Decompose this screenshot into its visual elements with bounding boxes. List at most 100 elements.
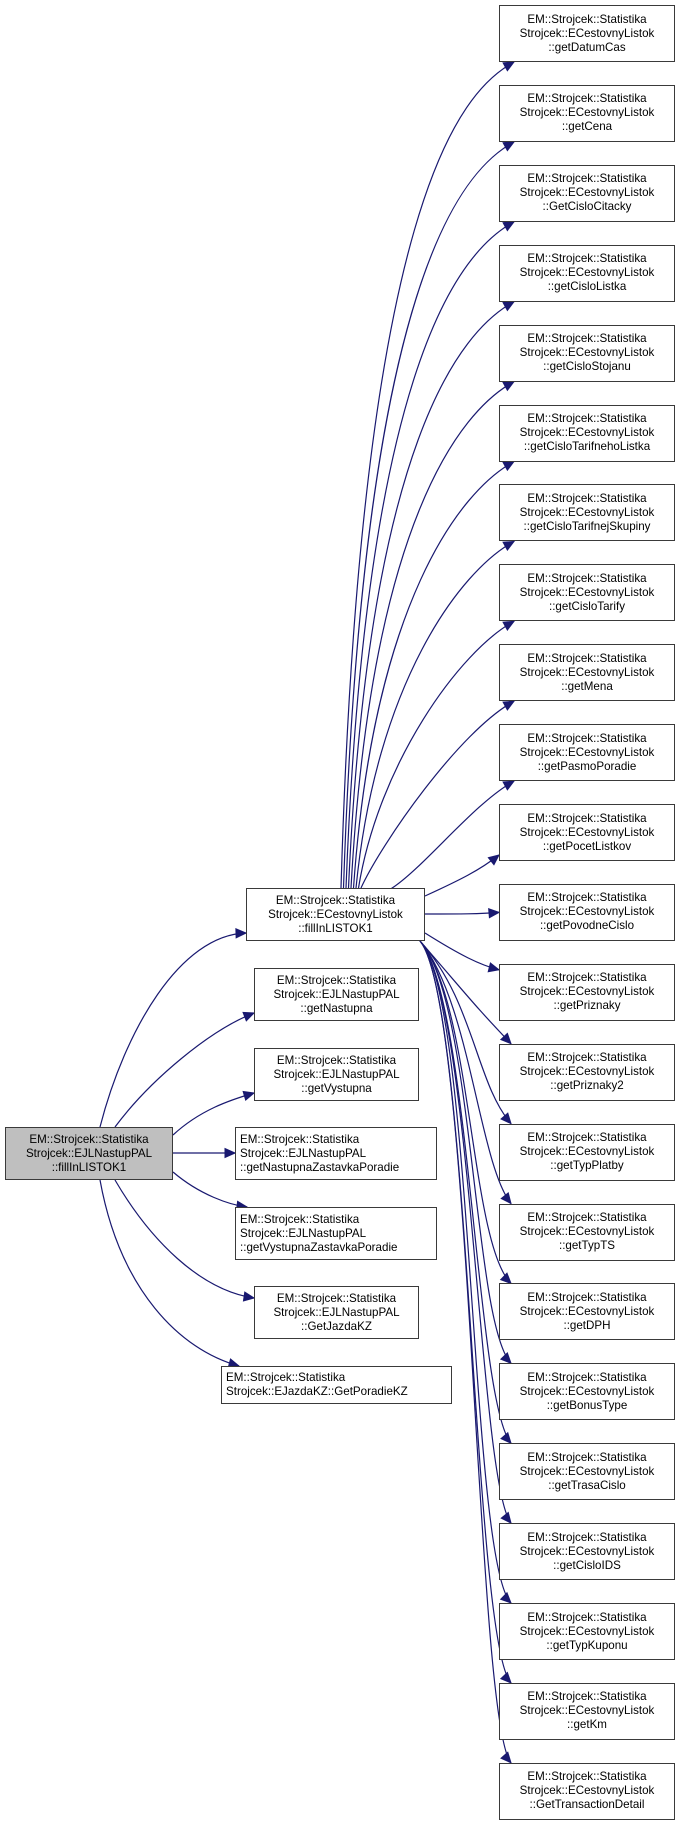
node-label-line: ::getCisloIDS xyxy=(553,1558,621,1572)
node-label-line: Strojcek::ECestovnyListok xyxy=(519,585,655,599)
edge-fill-to-r1 xyxy=(342,141,515,889)
node-label-line: Strojcek::ECestovnyListok xyxy=(519,505,655,519)
node-label-line: Strojcek::ECestovnyListok xyxy=(519,1544,655,1558)
node-label-line: Strojcek::EJLNastupPAL xyxy=(273,987,400,1001)
node-label-line: EM::Strojcek::Statistika xyxy=(527,811,647,825)
node-label-line: EM::Strojcek::Statistika xyxy=(527,1211,647,1224)
node-label-line: Strojcek::ECestovnyListok xyxy=(519,825,655,839)
node-label-line: Strojcek::ECestovnyListok xyxy=(519,1145,655,1159)
node-label-line: EM::Strojcek::Statistika xyxy=(527,12,647,26)
node-label-line: EM::Strojcek::Statistika xyxy=(527,731,647,745)
node-label-line: EM::Strojcek::Statistika xyxy=(29,1132,149,1146)
node-label-line: Strojcek::ECestovnyListok xyxy=(519,106,655,120)
node-label-line: Strojcek::EJLNastupPAL xyxy=(273,1067,400,1081)
node-label-line: ::getCena xyxy=(561,120,613,134)
edge-fill-to-r10 xyxy=(424,854,500,897)
node-label-line: EM::Strojcek::Statistika xyxy=(527,1530,647,1544)
node-label-line: ::getTypKuponu xyxy=(546,1638,628,1652)
node-label-line: ::getPriznaky xyxy=(553,999,621,1013)
edge-fill-to-r13 xyxy=(419,940,512,1045)
node-label-line: ::getPriznaky2 xyxy=(550,1079,624,1093)
node-label-line: ::getPasmoPoradie xyxy=(537,759,637,773)
edge-fill-to-r3-arrowhead xyxy=(502,301,516,312)
node-label-line: ::getNastupna xyxy=(300,1001,373,1015)
node-label-line: EM::Strojcek::Statistika xyxy=(226,1371,346,1384)
node-label-line: ::getCisloTarifnejSkupiny xyxy=(523,519,651,533)
edge-fill-to-r7-arrowhead xyxy=(502,620,516,631)
node-label-line: ::getTypTS xyxy=(558,1239,616,1252)
node-label-line: ::getCisloStojanu xyxy=(543,360,631,374)
node-label-line: Strojcek::ECestovnyListok xyxy=(519,1304,655,1318)
edge-fill-to-r22-arrowhead xyxy=(500,1751,512,1764)
edge-fill-to-r5 xyxy=(352,460,515,889)
node-label-line: ::getBonusType xyxy=(546,1398,628,1412)
node-label-line: Strojcek::ECestovnyListok xyxy=(519,1225,655,1238)
edge-fill-to-r14 xyxy=(419,940,512,1124)
node-label-line: EM::Strojcek::Statistika xyxy=(527,891,647,905)
node-label-line: Strojcek::ECestovnyListok xyxy=(519,665,655,679)
edge-fill-to-r10-arrowhead xyxy=(487,854,500,866)
node-label-line: ::getPocetListkov xyxy=(542,839,632,853)
edge-fill-to-r18-arrowhead xyxy=(500,1431,512,1445)
node-label-line: ::getDatumCas xyxy=(548,40,626,54)
edge-fill-to-r20 xyxy=(419,940,512,1604)
edge-root-to-m_fill-arrowhead xyxy=(235,928,248,939)
edge-root-to-m_fill xyxy=(99,932,247,1128)
node-label-line: EM::Strojcek::Statistika xyxy=(527,491,647,505)
node-label-line: ::fillInLISTOK1 xyxy=(298,921,373,935)
edge-fill-to-r13-arrowhead xyxy=(499,1032,512,1045)
node-label-line: EM::Strojcek::Statistika xyxy=(240,1212,360,1226)
edge-root-to-m_getNastupnaZast-arrowhead xyxy=(224,1147,237,1159)
node-label-line: Strojcek::ECestovnyListok xyxy=(519,1065,655,1079)
edge-fill-to-r15 xyxy=(419,940,512,1204)
node-label-line: ::getCisloListka xyxy=(547,280,627,294)
node-label-line: Strojcek::ECestovnyListok xyxy=(519,186,655,200)
edge-fill-to-r20-arrowhead xyxy=(499,1591,512,1604)
edge-fill-to-r4 xyxy=(350,381,515,889)
edge-root-to-m_getPoradieKZ xyxy=(99,1179,240,1367)
edge-fill-to-r6 xyxy=(355,540,515,889)
edge-fill-to-r1-arrowhead xyxy=(502,141,516,152)
node-label-line: EM::Strojcek::Statistika xyxy=(527,651,647,665)
node-label-line: ::getNastupnaZastavkaPoradie xyxy=(240,1160,400,1174)
edge-fill-to-r2-arrowhead xyxy=(502,221,516,232)
node-label-line: Strojcek::ECestovnyListok xyxy=(519,1704,655,1718)
node-label-line: ::getCisloTarifnehoListka xyxy=(523,440,651,453)
edge-fill-to-r16-arrowhead xyxy=(499,1272,512,1285)
node-label-line: ::getVystupna xyxy=(301,1081,372,1095)
edge-fill-to-r15-arrowhead xyxy=(500,1192,512,1205)
node-label-line: EM::Strojcek::Statistika xyxy=(527,571,647,585)
